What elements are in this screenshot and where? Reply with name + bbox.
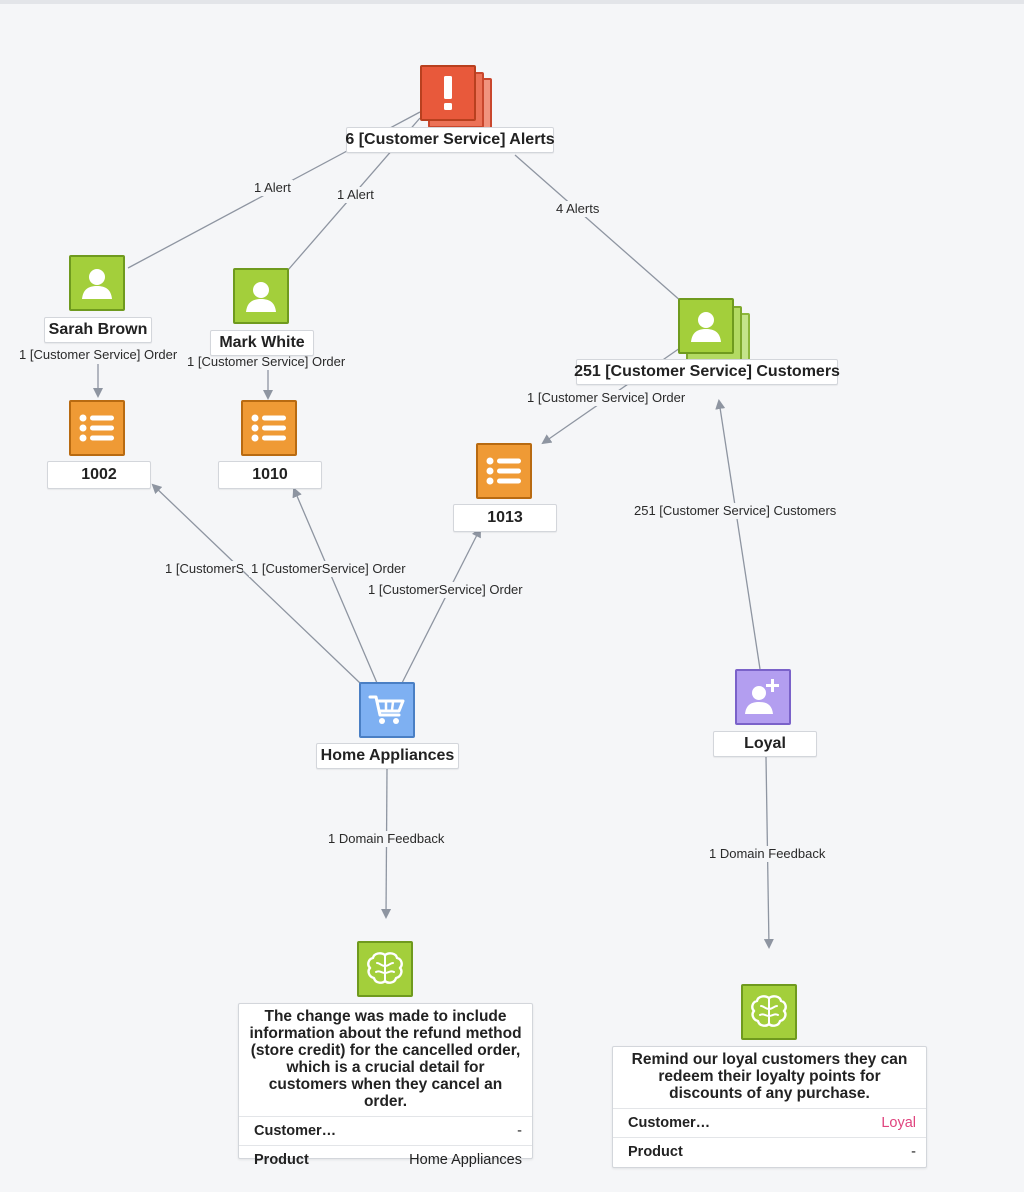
row-key: Product <box>628 1144 683 1160</box>
card-row-product: Product Home Appliances <box>239 1145 532 1174</box>
edge-label-home-1010: 1 [CustomerService] Order <box>249 561 408 577</box>
edge-label-home-1002: 1 [CustomerS <box>163 561 243 577</box>
feedback-text: The change was made to include informati… <box>249 1008 522 1110</box>
mark-white-label: Mark White <box>210 330 314 356</box>
edge-home-1013 <box>401 527 481 684</box>
sarah-brown-label: Sarah Brown <box>44 317 152 343</box>
edge-label-loyal-feedback: 1 Domain Feedback <box>707 846 828 862</box>
person-add-icon <box>735 669 791 725</box>
row-value: Loyal <box>881 1115 916 1131</box>
card-row-customer: Customer… Loyal <box>613 1108 926 1137</box>
edge-label-sarah-alert: 1 Alert <box>252 180 293 196</box>
edge-customers-alerts <box>514 154 683 303</box>
person-icon <box>69 255 125 311</box>
card-row-product: Product - <box>613 1137 926 1166</box>
loyal-label: Loyal <box>713 731 817 757</box>
edge-home-1002 <box>151 483 361 684</box>
row-value: Home Appliances <box>409 1152 522 1168</box>
person-icon <box>678 298 734 354</box>
edge-loyal-customers <box>715 399 761 670</box>
order-1002-label: 1002 <box>47 461 151 489</box>
feedback-card-loyal: Remind our loyal customers they can rede… <box>612 1046 927 1168</box>
home-appliances-label: Home Appliances <box>316 743 459 769</box>
edge-label-customers-order: 1 [Customer Service] Order <box>525 390 688 406</box>
feedback-text: Remind our loyal customers they can rede… <box>631 1051 908 1102</box>
edge-label-sarah-order: 1 [Customer Service] Order <box>17 347 180 363</box>
feedback-card-home: The change was made to include informati… <box>238 1003 533 1168</box>
edge-label-mark-order: 1 [Customer Service] Order <box>185 354 348 370</box>
person-icon <box>233 268 289 324</box>
edge-label-home-1013: 1 [CustomerService] Order <box>366 582 525 598</box>
edge-label-mark-alert: 1 Alert <box>335 187 376 203</box>
edge-home-1010 <box>292 487 378 684</box>
top-bar <box>0 0 1024 4</box>
edge-label-loyal-customers: 251 [Customer Service] Customers <box>632 503 839 519</box>
customers-label: 251 [Customer Service] Customers <box>574 359 840 385</box>
order-1010-label: 1010 <box>218 461 322 489</box>
edge-label-customers-alerts: 4 Alerts <box>554 201 602 217</box>
row-key: Customer… <box>628 1115 711 1131</box>
row-value: - <box>517 1123 522 1139</box>
order-1013-label: 1013 <box>453 504 557 532</box>
row-key: Customer… <box>254 1123 337 1139</box>
list-icon <box>241 400 297 456</box>
brain-icon <box>741 984 797 1040</box>
row-key: Product <box>254 1152 309 1168</box>
alerts-label: 6 [Customer Service] Alerts <box>345 127 555 153</box>
list-icon <box>476 443 532 499</box>
edge-label-home-feedback: 1 Domain Feedback <box>326 831 447 847</box>
alert-icon <box>420 65 476 121</box>
card-row-customer: Customer… - <box>239 1116 532 1145</box>
brain-icon <box>357 941 413 997</box>
shopping-cart-icon <box>359 682 415 738</box>
list-icon <box>69 400 125 456</box>
row-value: - <box>911 1144 916 1160</box>
